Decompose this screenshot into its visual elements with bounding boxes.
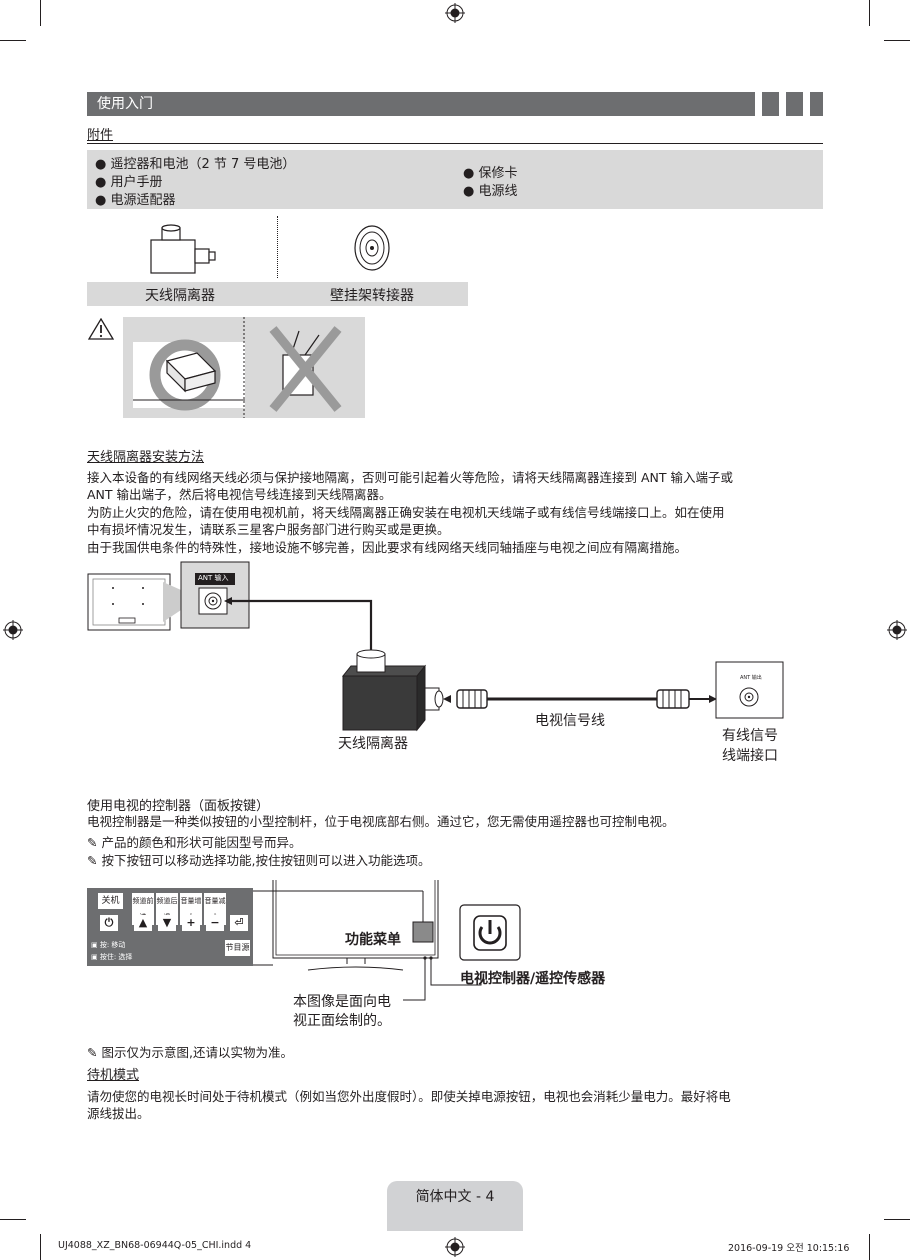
timestamp: 2016-09-19 오전 10:15:16	[728, 1243, 850, 1254]
standby-paragraph: 源线拔出。	[87, 1106, 150, 1121]
install-paragraph: 为防止火灾的危险，请在使用电视机前，将天线隔离器正确安装在电视机天线端子或有线信…	[87, 505, 725, 520]
accessory-captions: 天线隔离器 壁挂架转接器	[87, 282, 468, 306]
controller-description: 电视控制器是一种类似按钮的小型控制杆，位于电视底部右侧。通过它，您无需使用遥控器…	[87, 814, 675, 829]
list-item: ● 电源线	[463, 184, 518, 199]
divider	[87, 143, 823, 144]
crop-mark	[869, 0, 870, 26]
crop-mark	[0, 40, 26, 41]
divider	[277, 216, 278, 278]
list-item: ● 用户手册	[95, 175, 163, 190]
install-heading: 天线隔离器安装方法	[87, 450, 205, 465]
ant-out-label: ANT 输出	[740, 675, 762, 681]
standby-paragraph: 请勿使您的电视长时间处于待机模式（例如当您外出度假时）。即使关掉电源按钮，电视也…	[87, 1089, 731, 1104]
standby-heading: 待机模式	[87, 1068, 140, 1083]
ant-in-label: ANT 输入	[198, 574, 229, 582]
note: ✎ 产品的颜色和形状可能因型号而异。	[87, 835, 302, 850]
note: ✎ 图示仅为示意图,还请以实物为准。	[87, 1045, 293, 1060]
up-key-icon: ▲	[134, 915, 152, 931]
caption-wall-mount-adapter: 壁挂架转接器	[330, 288, 414, 304]
accessories-list: ● 遥控器和电池（2 节 7 号电池） ● 用户手册 ● 电源适配器 ● 保修卡…	[87, 150, 823, 209]
page-number-tab: 简体中文 - 4	[387, 1181, 523, 1231]
control-panel-image: 关机 频道前进 频道后退 音量增大 音量减小 ⏻ ▲ ▼ + − ⏎ ▣ 按: …	[87, 888, 253, 966]
file-name: UJ4088_XZ_BN68-06944Q-05_CHI.indd 4	[58, 1240, 252, 1251]
crop-mark	[40, 0, 41, 26]
isolator-label: 天线隔离器	[338, 736, 408, 752]
section-title: 使用入门	[87, 92, 755, 116]
wall-port-label: 有线信号	[722, 728, 778, 744]
source-key-icon: ⏎	[230, 915, 248, 931]
note: ✎ 按下按钮可以移动选择功能,按住按钮则可以进入功能选项。	[87, 853, 431, 868]
down-key-icon: ▼	[158, 915, 176, 931]
install-paragraph: 中有损坏情况发生，请联系三星客户服务部门进行购买或是更换。	[87, 522, 450, 537]
list-item: ● 电源适配器	[95, 193, 176, 208]
antenna-isolator-diagram	[87, 561, 784, 732]
off-label: 关机	[98, 893, 123, 909]
function-menu-label: 功能菜单	[345, 932, 401, 948]
install-paragraph: 由于我国供电条件的特殊性，接地设施不够完善，因此要求有线网络天线同轴插座与电视之…	[87, 540, 688, 555]
wall-port-label: 线端接口	[722, 748, 778, 764]
warning-icon	[88, 318, 114, 340]
registration-mark-icon	[445, 3, 465, 23]
list-item: ● 保修卡	[463, 166, 518, 181]
pencil-note-icon: ✎	[87, 835, 98, 850]
sensor-label: 电视控制器/遥控传感器	[460, 971, 606, 987]
wall-mount-adapter-image	[354, 225, 390, 271]
install-paragraph: 接入本设备的有线网络天线必须与保护接地隔离，否则可能引起着火等危险，请将天线隔离…	[87, 470, 733, 485]
cable-label: 电视信号线	[535, 713, 605, 729]
registration-mark-icon	[445, 1237, 465, 1257]
controller-heading: 使用电视的控制器（面板按键）	[87, 799, 270, 814]
pencil-note-icon: ✎	[87, 853, 98, 868]
list-item: ● 遥控器和电池（2 节 7 号电池）	[95, 157, 296, 172]
antenna-isolator-image	[150, 224, 216, 274]
crop-mark	[869, 1234, 870, 1260]
plus-key-icon: +	[182, 915, 200, 931]
registration-mark-icon	[3, 620, 23, 640]
tv-front-diagram	[253, 880, 521, 1001]
adapter-warning-image	[123, 317, 365, 418]
minus-key-icon: −	[206, 915, 224, 931]
header-block	[786, 92, 803, 116]
front-view-note: 本图像是面向电	[293, 994, 391, 1010]
crop-mark	[40, 1234, 41, 1260]
front-view-note: 视正面绘制的。	[293, 1013, 391, 1029]
registration-mark-icon	[887, 620, 907, 640]
power-key-icon: ⏻	[100, 915, 118, 931]
crop-mark	[0, 1219, 26, 1220]
crop-mark	[884, 40, 910, 41]
hint-move: ▣ 按: 移动	[91, 941, 126, 949]
caption-antenna-isolator: 天线隔离器	[145, 288, 215, 304]
header-block	[810, 92, 823, 116]
accessories-heading: 附件	[87, 128, 114, 143]
install-paragraph: ANT 输出端子，然后将电视信号线连接到天线隔离器。	[87, 487, 392, 502]
source-label: 节目源	[225, 940, 250, 956]
pencil-note-icon: ✎	[87, 1045, 98, 1060]
hint-select: ▣ 按住: 选择	[91, 953, 133, 961]
crop-mark	[884, 1219, 910, 1220]
header-block	[762, 92, 779, 116]
